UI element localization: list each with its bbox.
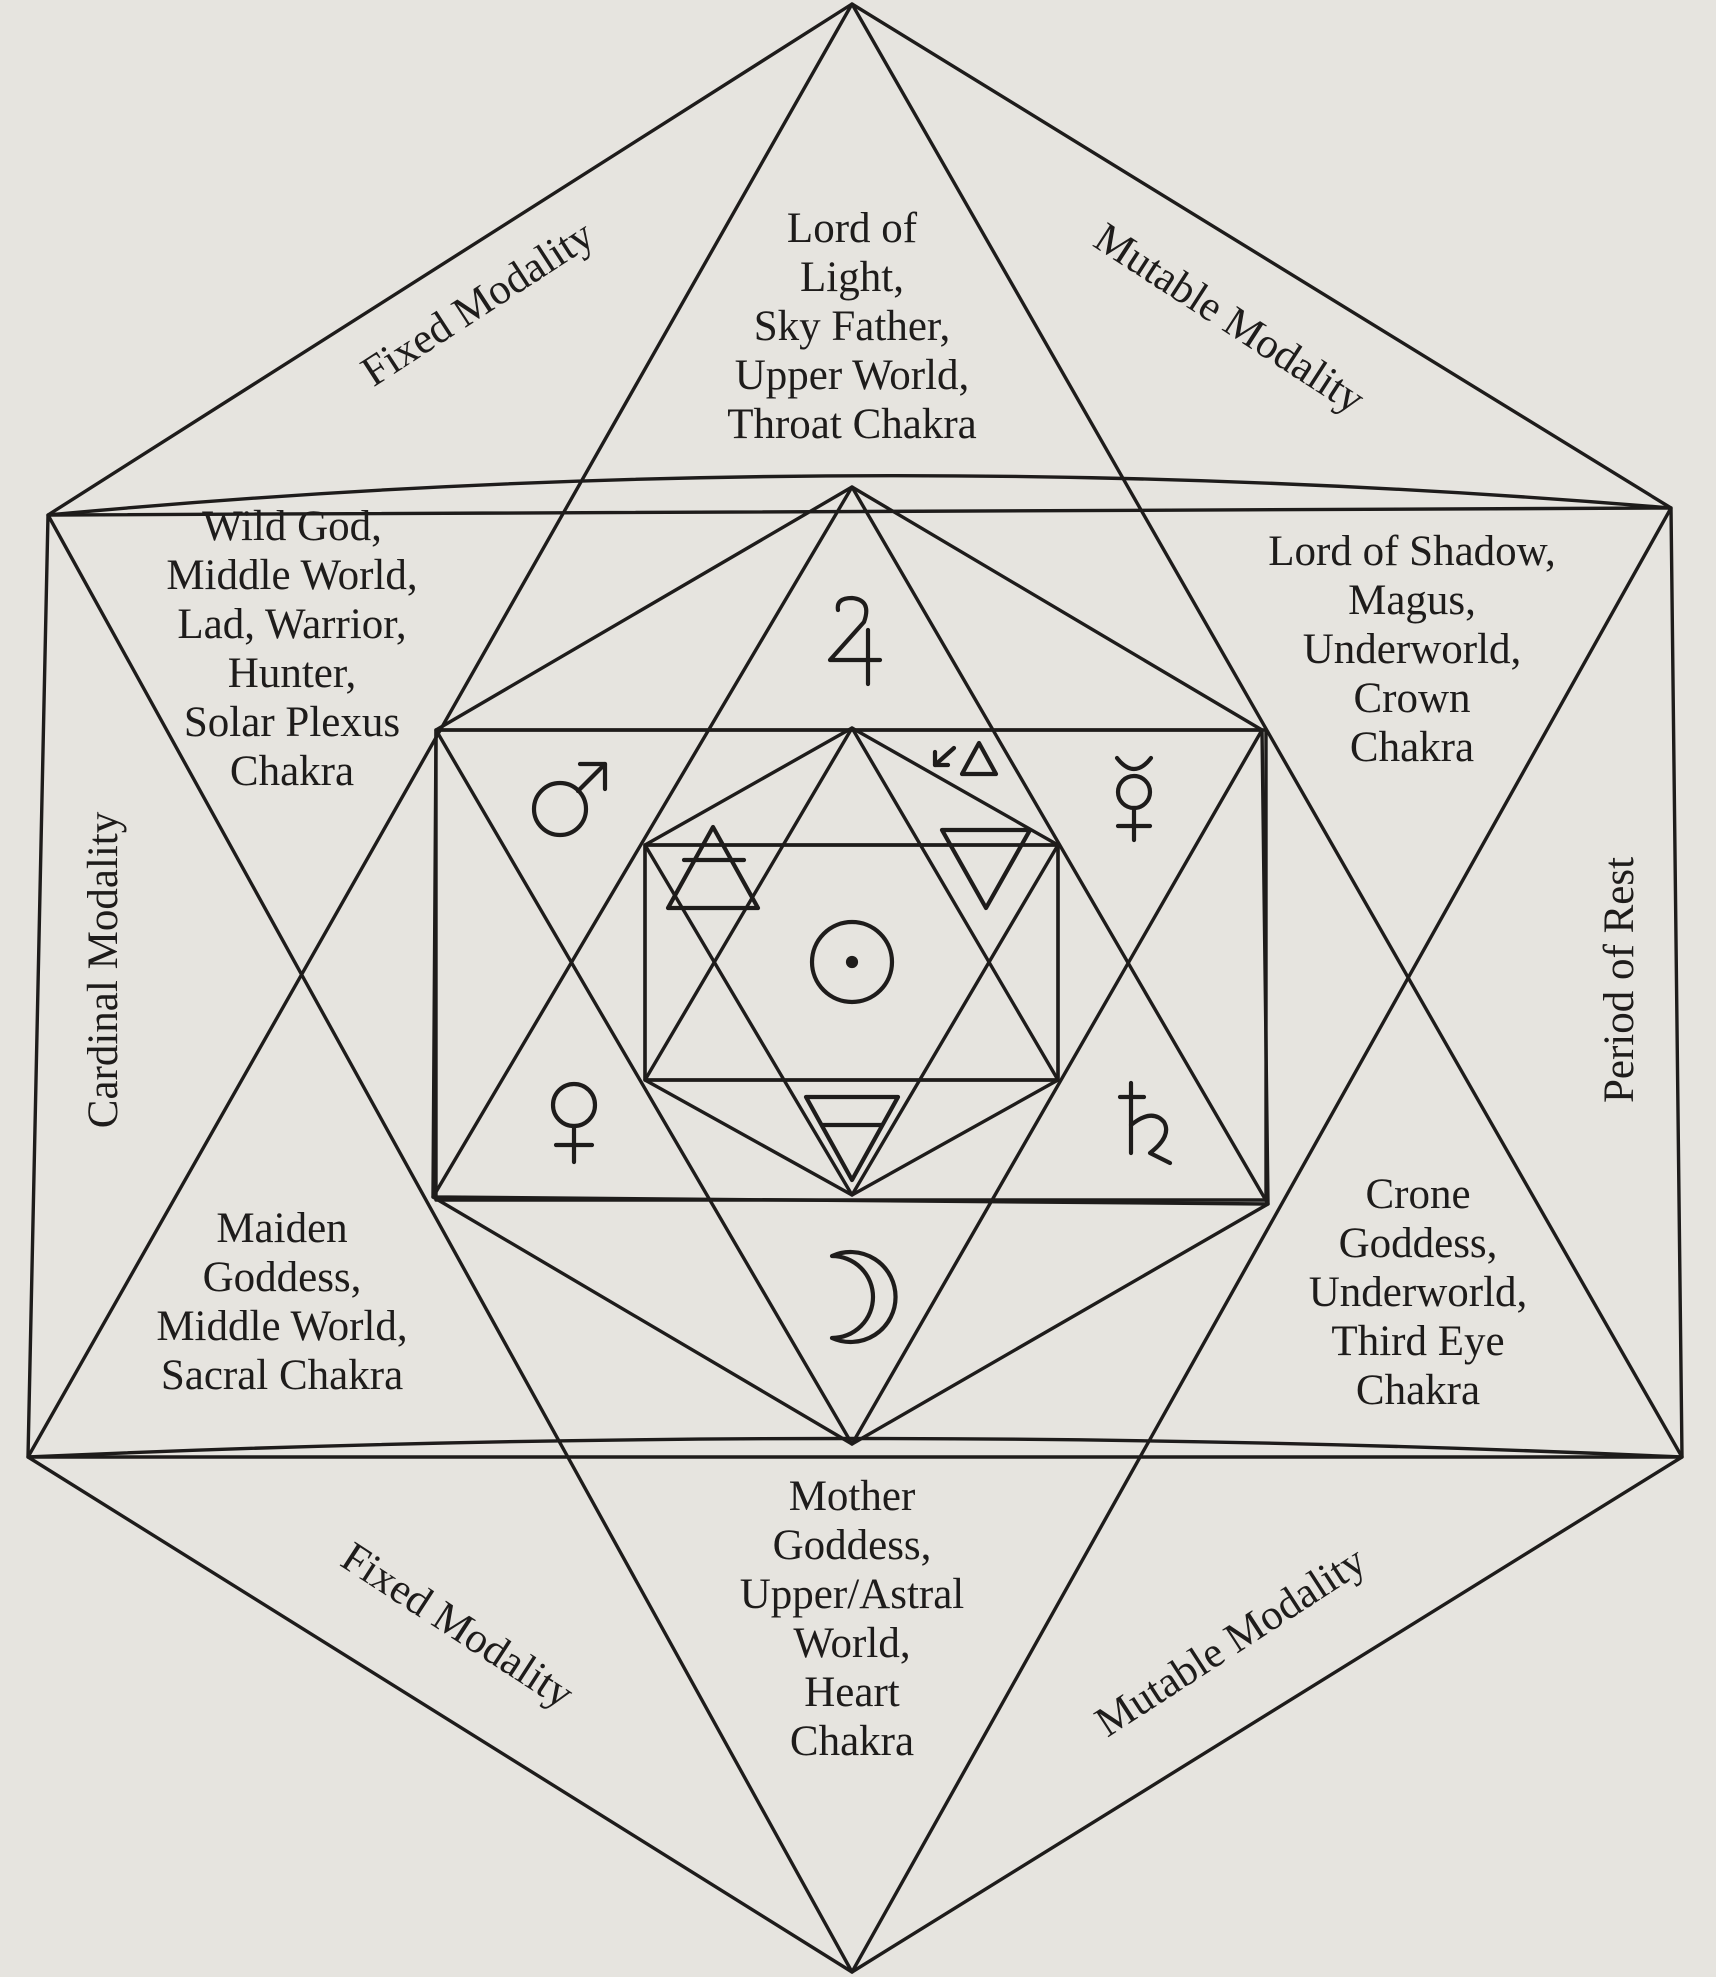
label-line: Goddess, [203, 1254, 362, 1301]
label-line: Lord of Shadow, [1268, 528, 1555, 575]
label-line: Mother [789, 1473, 916, 1520]
label-line: Underworld, [1303, 626, 1522, 673]
fire-element-icon [932, 740, 999, 777]
label-line: Magus, [1348, 577, 1476, 624]
label-line: Wild God, [202, 503, 382, 550]
air-element-icon [665, 824, 761, 911]
label-line: Goddess, [1339, 1220, 1498, 1267]
label-line: World, [793, 1620, 910, 1667]
label-line: Chakra [1350, 724, 1474, 771]
label-line: Chakra [790, 1718, 914, 1765]
modality-top-left: Fixed Modality [353, 211, 602, 396]
label-line: Light, [800, 254, 904, 301]
modality-right: Period of Rest [1596, 857, 1643, 1103]
label-line: Middle World, [166, 552, 417, 599]
label-line: Maiden [216, 1205, 347, 1252]
label-line: Third Eye [1331, 1318, 1504, 1365]
label-line: Crone [1365, 1171, 1470, 1218]
label-line: Solar Plexus [184, 699, 400, 746]
label-line: Goddess, [773, 1522, 932, 1569]
label-line: Throat Chakra [727, 401, 977, 448]
large-triangle-down [46, 506, 1673, 1974]
label-line: Chakra [1356, 1367, 1480, 1414]
label-line: Sacral Chakra [161, 1352, 403, 1399]
saturn-icon [1117, 1080, 1173, 1166]
sun-icon [809, 919, 895, 1005]
water-element-icon [939, 827, 1033, 911]
modality-bottom-left: Fixed Modality [333, 1533, 582, 1718]
label-line: Sky Father, [754, 303, 951, 350]
upper-arc [47, 473, 1672, 517]
upper-left-label: Wild God,Middle World,Lad, Warrior,Hunte… [166, 503, 417, 795]
modality-bottom-right: Mutable Modality [1087, 1537, 1374, 1746]
venus-icon [550, 1081, 598, 1165]
label-line: Upper World, [735, 352, 970, 399]
modality-left: Cardinal Modality [80, 811, 127, 1128]
label-line: Chakra [230, 748, 354, 795]
moon-icon [829, 1249, 898, 1345]
inner-triangle-up [643, 726, 1060, 1082]
label-line: Underworld, [1309, 1269, 1528, 1316]
label-line: Heart [804, 1669, 900, 1716]
inner-triangle-down [643, 843, 1060, 1197]
label-line: Lad, Warrior, [177, 601, 406, 648]
inner-rectangle [643, 843, 1060, 1082]
label-line: Lord of [787, 205, 918, 252]
mars-icon [531, 761, 608, 838]
jupiter-icon [827, 595, 883, 687]
earth-element-icon [803, 1094, 901, 1183]
label-line: Middle World, [156, 1303, 407, 1350]
label-line: Hunter, [228, 650, 356, 697]
label-line: Crown [1353, 675, 1470, 722]
modality-top-right: Mutable Modality [1086, 214, 1373, 423]
mercury-icon [1114, 755, 1154, 843]
label-line: Upper/Astral [740, 1571, 965, 1618]
